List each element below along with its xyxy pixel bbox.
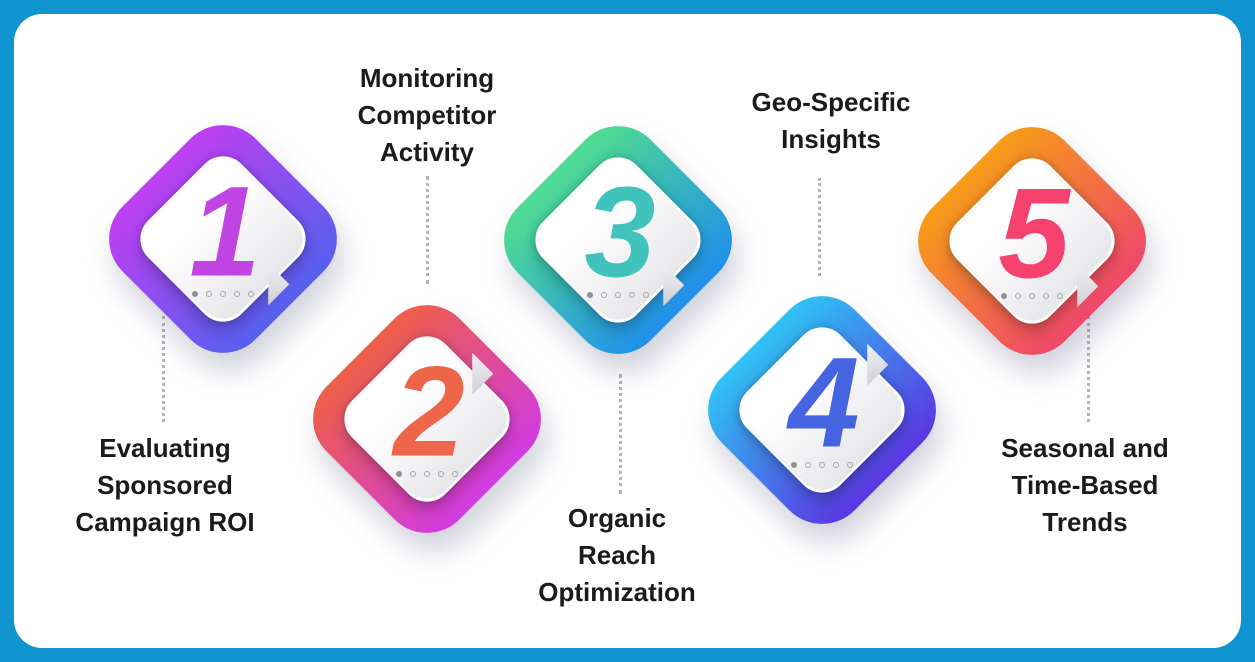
label-line: Seasonal and [1001, 433, 1169, 463]
label-line: Time-Based [1011, 470, 1159, 500]
connector-line-1 [162, 316, 165, 422]
dot-icon [396, 471, 402, 477]
connector-line-5 [1087, 316, 1090, 422]
progress-dots [759, 462, 885, 468]
dot-icon [410, 471, 416, 477]
label-line: Organic [567, 503, 667, 533]
label-line: Geo-Specific [751, 87, 911, 117]
step-inner-card-3: 3 [524, 146, 712, 334]
label-line: Sponsored [97, 470, 233, 500]
dot-icon [587, 292, 593, 298]
dot-icon [206, 291, 212, 297]
step-number-3: 3 [584, 161, 652, 305]
connector-line-4 [818, 178, 821, 276]
dot-icon [452, 471, 458, 477]
label-line: Trends [1042, 507, 1128, 537]
dot-icon [805, 462, 811, 468]
label-line: Activity [380, 137, 474, 167]
label-line: Campaign ROI [75, 507, 255, 537]
connector-line-2 [426, 176, 429, 284]
dot-icon [1015, 293, 1021, 299]
label-line: Insights [781, 124, 881, 154]
step-label-4: Geo-Specific Insights [701, 84, 961, 158]
progress-dots [555, 292, 681, 298]
dot-icon [424, 471, 430, 477]
dot-icon [629, 292, 635, 298]
dot-icon [819, 462, 825, 468]
dot-icon [847, 462, 853, 468]
dot-icon [601, 292, 607, 298]
step-label-1: Evaluating Sponsored Campaign ROI [35, 430, 295, 541]
step-number-2: 2 [393, 340, 461, 484]
dot-icon [234, 291, 240, 297]
step-inner-card-1: 1 [129, 145, 317, 333]
dot-icon [192, 291, 198, 297]
dot-icon [615, 292, 621, 298]
step-number-4: 4 [788, 331, 856, 475]
label-line: Reach [577, 540, 657, 570]
progress-dots [160, 291, 286, 297]
label-line: Evaluating [99, 433, 231, 463]
progress-dots [969, 293, 1095, 299]
dot-icon [791, 462, 797, 468]
dot-icon [248, 291, 254, 297]
label-line: Monitoring [359, 63, 495, 93]
step-number-5: 5 [998, 162, 1066, 306]
dot-icon [438, 471, 444, 477]
dot-icon [1029, 293, 1035, 299]
dot-icon [1001, 293, 1007, 299]
dot-icon [1057, 293, 1063, 299]
label-line: Competitor [357, 100, 497, 130]
step-label-2: Monitoring Competitor Activity [297, 60, 557, 171]
dot-icon [643, 292, 649, 298]
dot-icon [833, 462, 839, 468]
label-line: Optimization [538, 577, 696, 607]
step-inner-card-5: 5 [938, 147, 1126, 335]
connector-line-3 [619, 374, 622, 494]
dot-icon [1043, 293, 1049, 299]
step-label-3: Organic Reach Optimization [487, 500, 747, 611]
step-inner-card-4: 4 [728, 316, 916, 504]
step-number-1: 1 [189, 160, 257, 304]
progress-dots [364, 471, 490, 477]
dot-icon [220, 291, 226, 297]
step-label-5: Seasonal and Time-Based Trends [955, 430, 1215, 541]
